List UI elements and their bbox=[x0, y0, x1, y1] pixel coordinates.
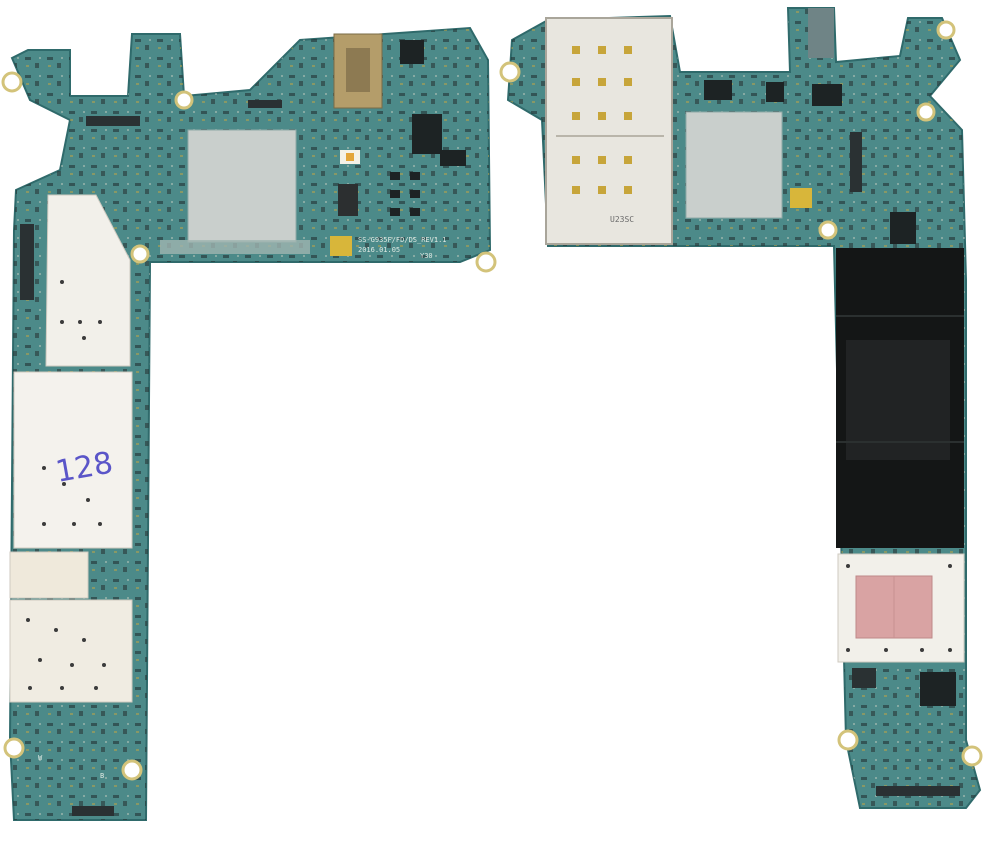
left-shield-bottom-small bbox=[9, 551, 89, 599]
left-cutout-window bbox=[187, 129, 297, 243]
right-logic-board: U23SC bbox=[499, 7, 983, 809]
sim-card-tray bbox=[545, 17, 673, 245]
right-qr-code bbox=[790, 188, 812, 208]
left-letter-a: W bbox=[38, 754, 43, 762]
left-letter-b: B bbox=[100, 772, 104, 780]
sim-tray-code: U23SC bbox=[610, 215, 634, 224]
left-side-connector bbox=[20, 224, 34, 300]
left-shield-top bbox=[45, 194, 131, 367]
left-silkscreen-line2: 2016.01.05 bbox=[358, 246, 400, 254]
right-bottom-connector bbox=[876, 786, 960, 796]
left-silkscreen-line1: SS-G935F/FD/DS_REV1.1 bbox=[358, 236, 447, 244]
right-cutout-window bbox=[685, 111, 783, 219]
left-shield-bottom bbox=[9, 599, 133, 703]
left-shield-middle bbox=[13, 371, 133, 549]
left-qr-code bbox=[330, 236, 352, 256]
left-bottom-connector bbox=[72, 806, 114, 816]
left-silkscreen-line3: Y30 bbox=[420, 252, 433, 260]
left-logic-board: SS-G935F/FD/DS_REV1.1 2016.01.05 Y30 W B… bbox=[1, 26, 497, 821]
